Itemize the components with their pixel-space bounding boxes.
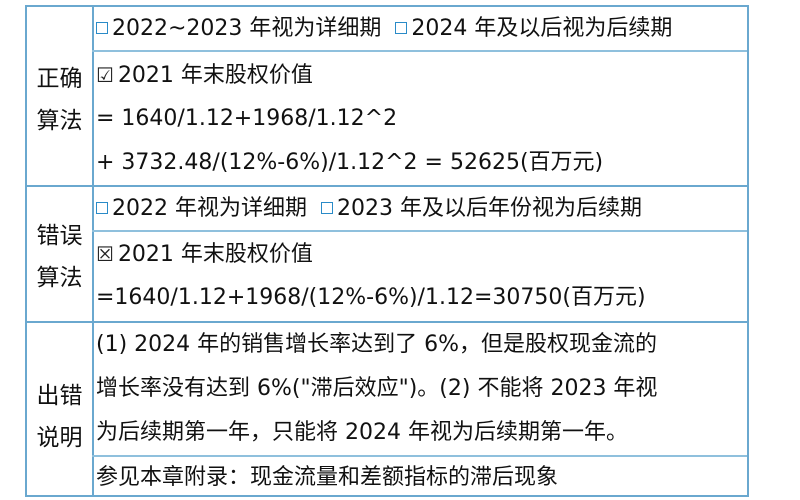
row-divider [92, 50, 747, 52]
correct-label-line1: 正确 [36, 66, 83, 92]
checkbox-continuing-period [320, 202, 333, 214]
correct-formula-line1: = 1640/1.12+1968/1.12^2 [96, 106, 398, 131]
correct-detailed-period: 2022~2023 年视为详细期 [112, 16, 382, 41]
explanation-reference: 参见本章附录：现金流量和差额指标的滞后现象 [96, 465, 559, 490]
row-divider [92, 455, 747, 457]
wrong-label-line1: 错误 [36, 223, 83, 249]
checkbox-continuing-period [395, 22, 408, 34]
section-divider [27, 321, 747, 323]
correct-value-title: 2021 年末股权价值 [117, 63, 313, 88]
explanation-line3: 为后续期第一年，只能将 2024 年视为后续期第一年。 [96, 420, 628, 445]
correct-formula-line2: + 3732.48/(12%-6%)/1.12^2 = 52625(百万元) [96, 150, 604, 175]
wrong-periods-row: 2022 年视为详细期 2023 年及以后年份视为后续期 [96, 189, 642, 229]
wrong-label-line2: 算法 [36, 265, 83, 291]
wrong-continuing-period: 2023 年及以后年份视为后续期 [336, 196, 642, 221]
row-divider [92, 230, 747, 232]
wrong-value-title-row: ☒2021 年末股权价值 [96, 234, 313, 275]
cross-box-icon: ☒ [96, 242, 114, 266]
checkbox-detailed-period [96, 202, 108, 214]
section-divider [27, 185, 747, 187]
explanation-label-line1: 出错 [36, 383, 83, 409]
correct-periods-row: 2022~2023 年视为详细期 2024 年及以后视为后续期 [96, 9, 672, 49]
wrong-formula-line1: =1640/1.12+1968/(12%-6%)/1.12=30750(百万元) [96, 285, 646, 310]
correct-label-line2: 算法 [36, 108, 83, 134]
column-divider [92, 7, 94, 495]
correct-continuing-period: 2024 年及以后视为后续期 [411, 16, 673, 41]
wrong-detailed-period: 2022 年视为详细期 [112, 196, 307, 221]
check-box-icon: ☑ [96, 63, 114, 87]
checkbox-detailed-period [96, 22, 108, 34]
correct-value-title-row: ☑2021 年末股权价值 [96, 55, 313, 96]
explanation-label-line2: 说明 [36, 425, 83, 451]
wrong-value-title: 2021 年末股权价值 [117, 242, 313, 267]
explanation-line1: (1) 2024 年的销售增长率达到了 6%，但是股权现金流的 [96, 332, 658, 357]
explanation-line2: 增长率没有达到 6%("滞后效应")。(2) 不能将 2023 年视 [96, 376, 658, 401]
